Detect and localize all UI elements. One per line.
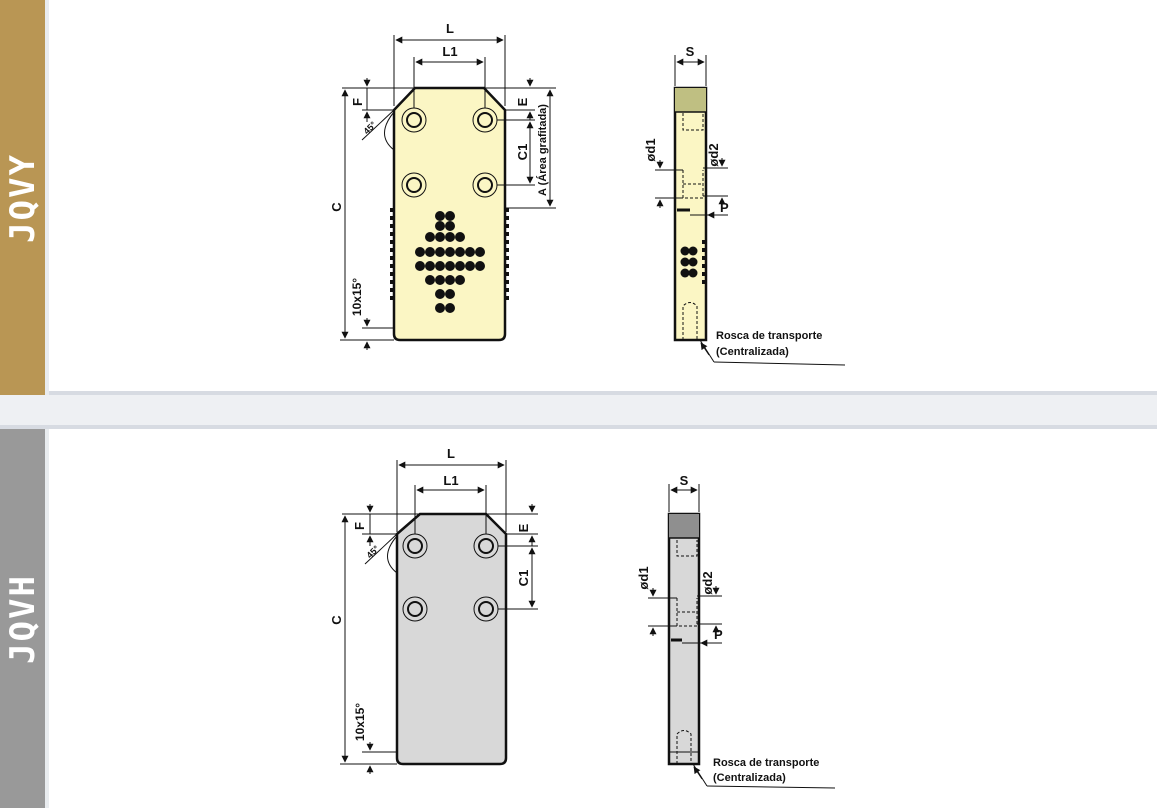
- jqvy-plate-side-view: S ød1 ød2 P Rosca de transporte (Central…: [643, 44, 846, 366]
- jqvy-side-dims: [655, 55, 846, 366]
- jqvh-side-labels: S ød1 ød2 P Rosca de transporte (Central…: [636, 473, 819, 784]
- jqvh-plate-top-view: L L1 F C 10x15° 45° E C1: [329, 446, 538, 774]
- jqvh-dim-lines: [340, 460, 538, 774]
- jqvh-note-line1: Rosca de transporte: [713, 757, 819, 769]
- jqvh-note-line2: (Centralizada): [713, 772, 786, 784]
- jqvh-side-edge: [45, 429, 49, 808]
- jqvy-dim-labels: L L1 F C 10x15° 45° E C1 A (Área grafita…: [329, 21, 549, 316]
- jqvy-note-line1: Rosca de transporte: [716, 330, 822, 342]
- jqvh-label-E: E: [516, 523, 531, 532]
- jqvh-plate-body: [395, 512, 508, 766]
- jqvy-side-labels: S ød1 ød2 P Rosca de transporte (Central…: [643, 44, 822, 358]
- jqvy-label-F: F: [350, 98, 365, 106]
- jqvy-side-graphite-plugs: [680, 246, 698, 278]
- jqvh-label-d1: ød1: [636, 566, 651, 589]
- jqvy-label-C: C: [329, 202, 344, 212]
- jqvy-label-L: L: [446, 21, 454, 36]
- jqvh-label-S: S: [680, 473, 689, 488]
- jqvy-side-body: [673, 86, 708, 342]
- jqvy-note-line2: (Centralizada): [716, 346, 789, 358]
- jqvh-label-d2: ød2: [700, 571, 715, 594]
- jqvh-label-L: L: [447, 446, 455, 461]
- jqvy-plate-top-view: L L1 F C 10x15° 45° E C1 A (Área grafita…: [329, 21, 556, 350]
- jqvy-label-chamfer: 10x15°: [350, 278, 364, 316]
- panel-separator: [0, 395, 1157, 425]
- jqvh-label-P: P: [714, 627, 723, 642]
- jqvy-side-label: JQVY: [0, 0, 45, 395]
- jqvh-bolt-hole-bl: [402, 596, 428, 622]
- jqvh-panel: [0, 425, 1157, 808]
- jqvh-dim-labels: L L1 F C 10x15° 45° E C1: [329, 446, 531, 741]
- jqvh-side-wear-layer: [669, 514, 699, 538]
- jqvh-label-C: C: [329, 615, 344, 625]
- jqvh-plate-side-view: S ød1 ød2 P Rosca de transporte (Central…: [636, 473, 836, 789]
- jqvh-label-L1: L1: [443, 473, 458, 488]
- jqvy-graphite-plugs: [415, 211, 485, 313]
- jqvh-label-F: F: [352, 522, 367, 530]
- jqvy-label-d2: ød2: [706, 143, 721, 166]
- jqvh-side-dims: [648, 484, 836, 789]
- jqvy-panel: [0, 0, 1157, 395]
- jqvy-label-S: S: [686, 44, 695, 59]
- jqvy-label-angle: 45°: [362, 119, 379, 136]
- jqvh-side-label: JQVH: [0, 429, 45, 808]
- jqvy-label-P: P: [720, 200, 729, 215]
- jqvy-label-A: A (Área grafitada): [536, 104, 549, 196]
- jqvy-label-E: E: [515, 97, 530, 106]
- jqvy-side-wear-layer: [675, 88, 706, 112]
- jqvy-bolt-hole-bl: [401, 172, 427, 198]
- jqvy-label-C1: C1: [515, 144, 530, 161]
- jqvh-label-angle: 45°: [365, 543, 382, 560]
- jqvh-label-C1: C1: [516, 570, 531, 587]
- jqvy-dim-lines: [340, 35, 556, 350]
- jqvy-label-d1: ød1: [643, 138, 658, 161]
- jqvy-side-edge: [45, 0, 49, 395]
- jqvh-label-chamfer: 10x15°: [353, 703, 367, 741]
- jqvy-label-L1: L1: [442, 44, 457, 59]
